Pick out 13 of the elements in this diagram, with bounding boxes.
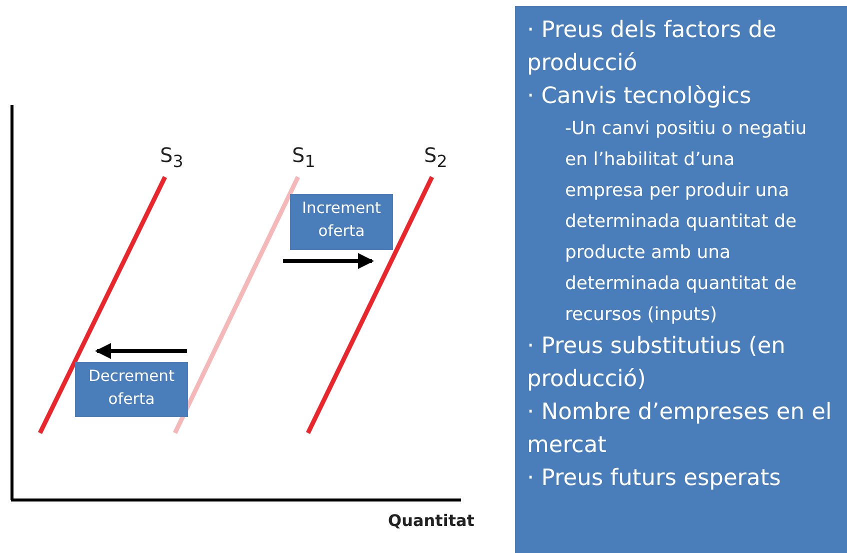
- bullet-item-text: · Canvis tecnològics: [527, 82, 752, 111]
- shift-label-box: Increment oferta: [290, 194, 393, 250]
- curve-label: S$_{1}$: [292, 143, 316, 171]
- factors-panel: [515, 6, 847, 553]
- bullet-item-text: · Preus substitutius (en producció): [527, 332, 786, 394]
- bullet-item-text: · Nombre d’empreses en el mercat: [527, 398, 833, 460]
- bullet-item-text: · Preus futurs esperats: [527, 464, 782, 493]
- bullet-item-text: · Preus dels factors de producció: [527, 16, 778, 78]
- axis-label: Quantitat: [388, 511, 474, 530]
- sub-item-text: -Un canvi positiu o negatiu en l’habilitat d’una empresa per produir una determinada quantitat de producte amb una determinada quantitat de recursos (inputs): [565, 117, 808, 327]
- curve-label: S$_{2}$: [424, 143, 448, 171]
- curve-label: S$_{3}$: [160, 143, 184, 171]
- shift-label-box: Decrement oferta: [75, 362, 188, 417]
